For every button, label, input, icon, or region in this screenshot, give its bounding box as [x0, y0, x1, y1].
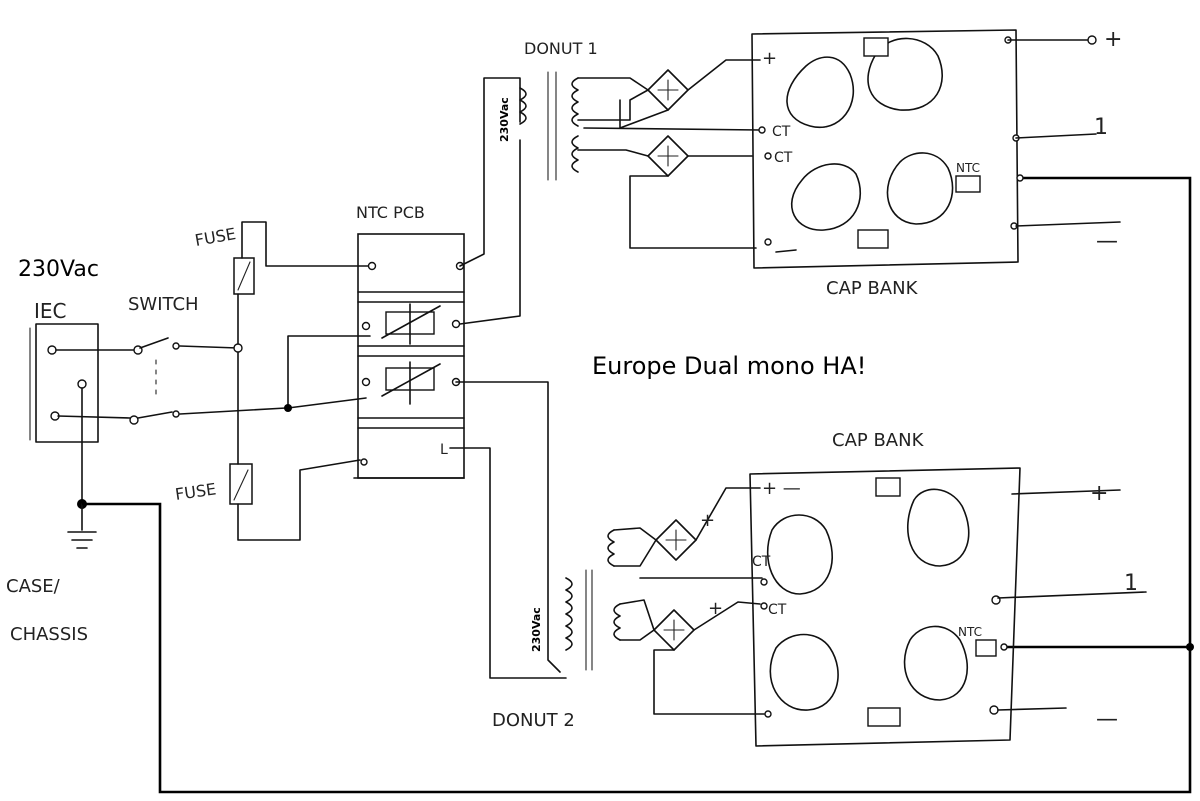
- out-minus-bottom: —: [1096, 707, 1118, 732]
- donut1-primary-voltage: 230Vac: [498, 97, 511, 142]
- ct-bottom-1: CT: [752, 554, 771, 570]
- ntc-top-label: NTC: [956, 161, 980, 175]
- fuse-bottom: FUSE: [174, 343, 361, 541]
- chassis-label: CHASSIS: [10, 624, 88, 645]
- outputs-bottom: + 1 —: [997, 481, 1147, 732]
- ct-top-1: CT: [772, 124, 791, 140]
- ct-top-2: CT: [774, 150, 793, 166]
- mains-voltage-label: 230Vac: [18, 257, 99, 282]
- iec-inlet: IEC: [29, 299, 99, 443]
- svg-text:+: +: [700, 510, 715, 531]
- chassis-ground: CASE/ CHASSIS: [6, 387, 97, 645]
- ct-bottom-2: CT: [768, 602, 787, 618]
- svg-text:+ —: + —: [762, 478, 801, 499]
- donut1-label: DONUT 1: [524, 39, 598, 58]
- toroid-transformer-2: DONUT 2 230Vac + +: [492, 487, 765, 731]
- out-plus-bottom: +: [1090, 481, 1108, 506]
- out-gnd-top: 1: [1094, 115, 1108, 140]
- iec-label: IEC: [34, 299, 67, 323]
- capbank-bottom-label: CAP BANK: [832, 430, 925, 451]
- case-label: CASE/: [6, 576, 61, 597]
- outputs-top: + 1 —: [1007, 27, 1122, 254]
- ntc-bottom-label: NTC: [958, 625, 982, 639]
- out-minus-top: —: [1096, 229, 1118, 254]
- fuse-top-label: FUSE: [193, 224, 237, 250]
- line-marker: L: [440, 442, 448, 458]
- out-plus-top: +: [1104, 27, 1122, 52]
- mains-switch: SWITCH: [55, 294, 287, 425]
- capacitor-bank-bottom: CAP BANK + — CT CT NTC: [749, 430, 1021, 747]
- diagram-title: Europe Dual mono HA!: [592, 352, 866, 380]
- svg-text:+: +: [762, 48, 777, 69]
- switch-label: SWITCH: [128, 294, 199, 315]
- fuse-bottom-label: FUSE: [174, 479, 217, 504]
- ground-bus-wire: [82, 176, 1192, 794]
- out-gnd-bottom: 1: [1124, 571, 1138, 596]
- donut2-label: DONUT 2: [492, 710, 575, 731]
- capacitor-bank-top: CAP BANK + CT CT NTC: [751, 29, 1024, 299]
- svg-text:+: +: [708, 598, 723, 619]
- donut2-primary-voltage: 230Vac: [530, 607, 543, 652]
- ntc-pcb-label: NTC PCB: [356, 203, 425, 222]
- capbank-top-label: CAP BANK: [826, 278, 919, 299]
- fuse-top: FUSE: [193, 221, 371, 349]
- ntc-pcb: NTC PCB L: [356, 203, 465, 479]
- toroid-transformer-1: DONUT 1 230Vac: [498, 39, 761, 249]
- mains-wiring: [284, 77, 567, 679]
